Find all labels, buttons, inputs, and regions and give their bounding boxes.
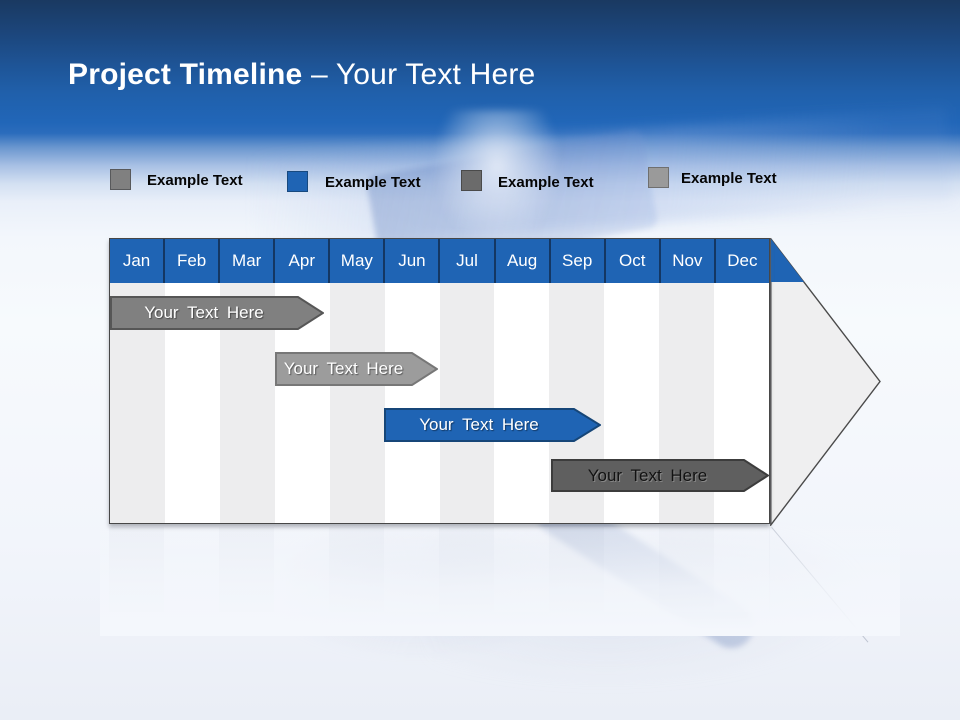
legend-label-3: Example Text [498,174,594,191]
month-header-jul: Jul [440,239,496,283]
slide-title-placeholder: Your Text Here [335,58,536,91]
timeline-bar-label-4: Your Text Here [587,466,708,485]
month-column-aug [494,283,550,523]
timeline-bar-3: Your Text Here [384,408,601,442]
month-header-dec: Dec [727,251,758,270]
table-reflection-fade [100,526,900,636]
timeline-bar-shape [275,352,438,386]
month-header-feb: Feb [165,239,221,283]
month-header-oct: Oct [606,239,661,283]
month-column-may [329,283,385,523]
month-header-may: May [330,239,386,283]
month-header-aug: Aug [496,239,551,283]
month-header-apr: Apr [275,239,331,283]
timeline-bar-1: Your Text Here [110,296,324,330]
timeline-bar-shape [384,408,601,442]
month-column-jun [384,283,440,523]
month-header-mar: Mar [220,239,276,283]
slide-title-dash: – [310,58,328,91]
timeline-arrow-tip [770,238,881,526]
timeline-bar-4: Your Text Here [551,459,769,492]
slide-title: Project Timeline – Your Text Here [68,58,535,92]
legend-label-4: Example Text [681,170,777,187]
timeline-bar-label-2: Your Text Here [283,359,404,378]
timeline-bar-label-3: Your Text Here [419,415,539,434]
month-header-jan: Jan [110,239,166,283]
legend-swatch-3 [461,170,482,191]
legend-swatch-4 [648,167,669,188]
month-header-nov: Nov [661,239,716,283]
month-header-jun: Jun [385,239,441,283]
timeline-bar-shape [551,459,769,492]
legend-label-2: Example Text [325,174,421,191]
legend-swatch-2 [287,171,308,192]
slide-title-main: Project Timeline [68,58,303,91]
timeline-bar-label-1: Your Text Here [144,303,264,322]
legend-swatch-1 [110,169,131,190]
timeline-bar-shape [110,296,324,330]
timeline-bar-2: Your Text Here [275,352,438,386]
legend-label-1: Example Text [147,172,243,189]
month-header-sep: Sep [551,239,606,283]
month-column-jul [439,283,495,523]
